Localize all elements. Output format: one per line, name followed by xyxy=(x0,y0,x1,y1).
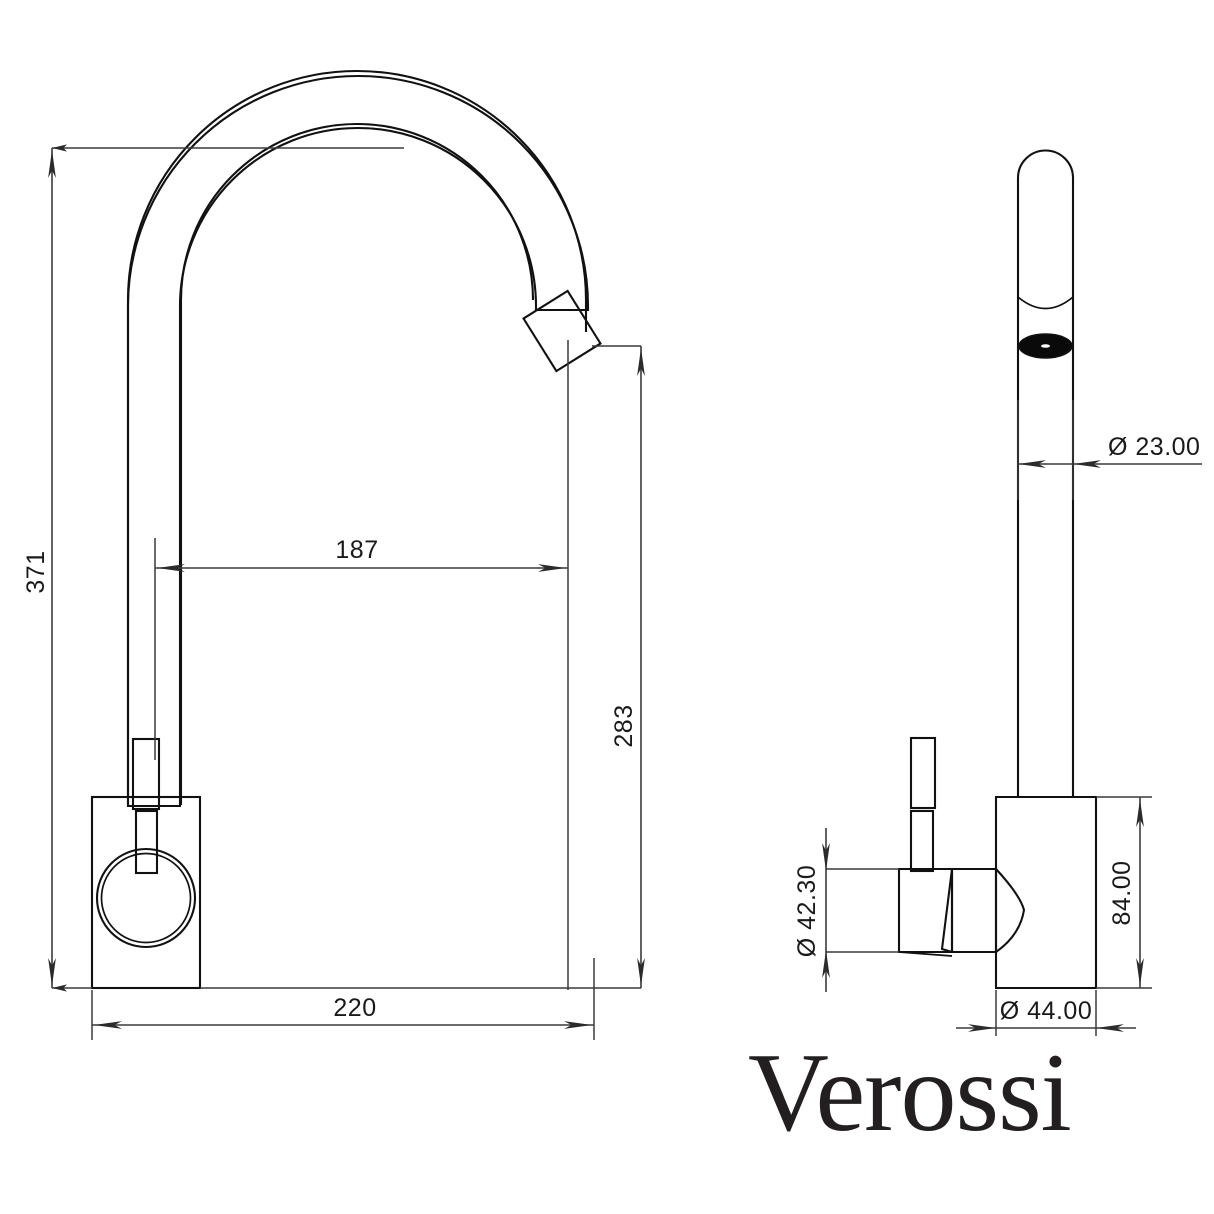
handle-hub xyxy=(897,867,954,954)
spout-inner-profile xyxy=(179,123,535,805)
hub-lower-chamfer xyxy=(940,868,954,954)
handle-ball-joint xyxy=(950,867,998,954)
handle-lever-upper xyxy=(131,737,161,811)
arrow-187-left xyxy=(157,564,185,572)
aerator-highlight xyxy=(1041,344,1050,348)
arrow-283-bottom xyxy=(637,958,645,986)
front-view-dimensions: 371 187 283 220 xyxy=(22,144,645,1040)
side-view-geometry xyxy=(897,149,1098,990)
spout-outer-profile xyxy=(126,69,588,805)
swivel-cam-profile xyxy=(995,868,1026,953)
arrow-220-left xyxy=(94,1021,122,1029)
arrow-187-right xyxy=(538,564,566,572)
dim-label-d4230: Ø 42.30 xyxy=(793,865,821,957)
handle-lever-lower xyxy=(134,809,159,875)
dim-label-371: 371 xyxy=(22,550,50,593)
handle-ring-inner xyxy=(100,852,192,944)
arrow-283-top xyxy=(637,348,645,376)
side-view-dimensions: Ø 23.00 Ø 42.30 84.00 Ø 44.00 xyxy=(793,400,1202,1036)
spout-body xyxy=(126,74,590,808)
arrow-d23-left xyxy=(1018,460,1046,468)
arrow-d4230-top xyxy=(822,843,830,871)
tap-base-body xyxy=(90,795,202,990)
arrow-371-top xyxy=(48,150,56,178)
dim-label-84: 84.00 xyxy=(1108,860,1136,925)
arrow-d23-right xyxy=(1073,460,1101,468)
brand-logo: Verossi xyxy=(748,1031,1071,1155)
arrow-371-bottom xyxy=(48,958,56,986)
arrow-d44-right xyxy=(1096,1024,1124,1032)
aerator-housing-seam xyxy=(1017,296,1074,310)
dim-label-283: 283 xyxy=(610,704,638,747)
spout-outlet-tip xyxy=(522,289,602,373)
hub-base-line xyxy=(898,951,953,957)
dim-label-187: 187 xyxy=(335,536,378,564)
side-body-block xyxy=(994,795,1098,990)
aerator-outer-ring xyxy=(1018,333,1073,359)
dim-label-220: 220 xyxy=(333,994,376,1022)
dim-label-d44: Ø 44.00 xyxy=(1000,997,1092,1025)
side-handle-lever-lower xyxy=(909,809,935,873)
arrow-84-bottom xyxy=(1136,958,1144,986)
arrow-d44-left xyxy=(968,1024,996,1032)
dim-label-d23: Ø 23.00 xyxy=(1108,433,1200,461)
arrow-220-right xyxy=(564,1021,592,1029)
arrow-d4230-bottom xyxy=(822,950,830,978)
front-view-geometry xyxy=(90,69,602,990)
arrow-84-top xyxy=(1136,799,1144,827)
side-spout-tube xyxy=(1016,149,1075,798)
handle-ring-outer xyxy=(95,847,197,949)
side-handle-lever-upper xyxy=(909,736,937,810)
